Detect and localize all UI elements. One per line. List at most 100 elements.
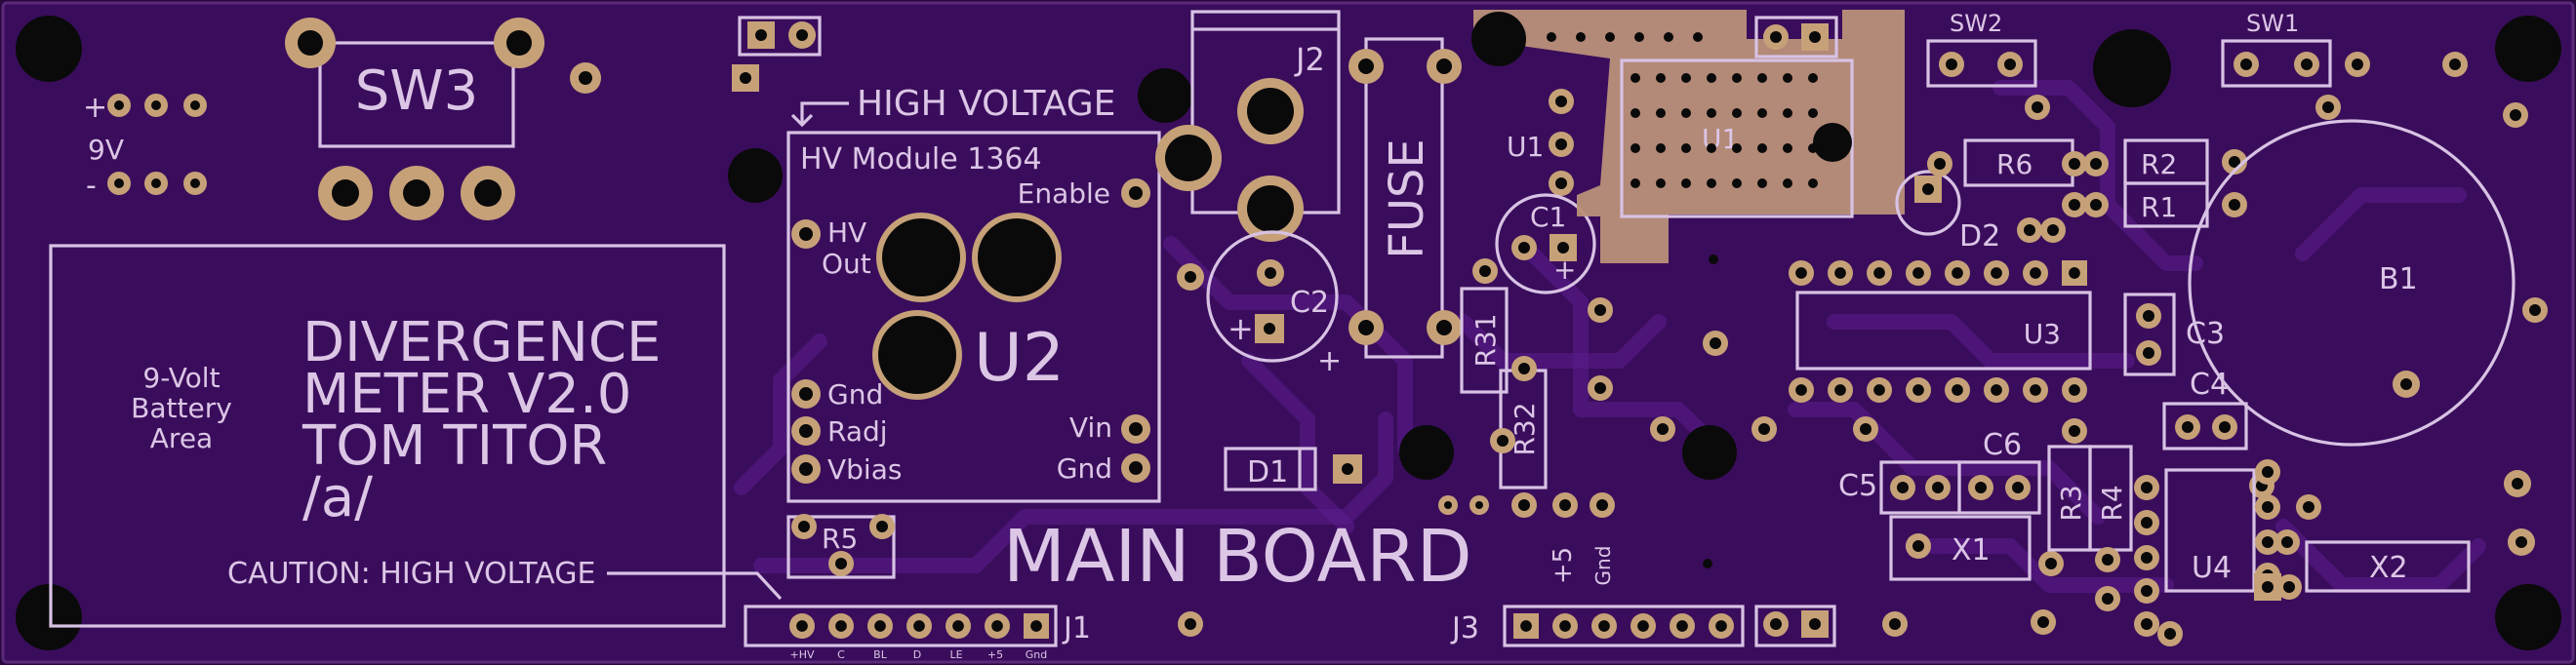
u1-pin-hole (1808, 178, 1818, 188)
u3-pin-hole (1834, 384, 1846, 396)
u1-pin-hole (1757, 73, 1767, 83)
sw1-label: SW1 (2246, 10, 2299, 37)
hv-gnd-right-label: Gnd (1057, 452, 1112, 485)
u1-pin-hole (1783, 73, 1792, 83)
j1-pad-hole (913, 620, 925, 632)
u3-pin-hole (1991, 267, 2002, 279)
u3-pin-hole (1834, 267, 1846, 279)
resistor-r6: R6 (1963, 138, 2109, 217)
u1-pin-hole (1757, 108, 1767, 118)
chip-u3: U3 (1789, 260, 2092, 403)
fuse: FUSE (1348, 37, 1462, 359)
mounting-hole-bottom-left (16, 584, 82, 650)
c6-label: C6 (1983, 428, 2022, 462)
c2-plus-outer-label: + (1317, 344, 1342, 378)
d1-label: D1 (1247, 455, 1288, 489)
resistor-r5: R5 (786, 514, 896, 579)
r3-label: R3 (2055, 485, 2087, 521)
u1-pin-hole (1757, 178, 1767, 188)
resistor-r1: R1 (2123, 181, 2247, 228)
high-voltage-label: HIGH VOLTAGE (857, 84, 1115, 124)
mounting-hole-upper-right (2093, 29, 2171, 107)
j3-pad-hole (1637, 620, 1649, 632)
c1-plus-label: + (1553, 254, 1576, 286)
regulator-u1: U1 (1507, 89, 1574, 196)
u1-pin-hole (1630, 73, 1640, 83)
u1-pin-hole (1808, 143, 1818, 153)
u3-pin-hole (2030, 267, 2041, 279)
c1-label: C1 (1530, 201, 1566, 233)
j2-label: J2 (1294, 41, 1325, 78)
j3-pad-hole (1598, 620, 1610, 632)
u3-pin-hole (1991, 384, 2002, 396)
capacitor-c1: C1 + (1495, 193, 1596, 294)
capacitor-c5: C5 (1838, 460, 1961, 515)
hv-enable-label: Enable (1018, 177, 1110, 210)
c2-plus-label: + (1228, 310, 1254, 347)
power-minus-label: - (86, 169, 97, 203)
sw2-label: SW2 (1950, 10, 2002, 37)
project-title-line-3: TOM TITOR (302, 414, 607, 478)
capacitor-c4: C4 (2162, 368, 2248, 450)
u3-pin-hole (2069, 384, 2080, 396)
u3-pin-hole (1912, 267, 1924, 279)
u1-pin-hole (1681, 178, 1691, 188)
u1-pin-hole (1707, 143, 1716, 153)
u3-label: U3 (2024, 318, 2061, 350)
hv-radj-label: Radj (827, 415, 888, 448)
j1-pad-hole (835, 620, 847, 632)
u1-pin-hole (1732, 178, 1742, 188)
capacitor-c3: C3 (2123, 293, 2225, 376)
r31-label: R31 (1469, 313, 1502, 367)
u1-pin-hole (1576, 32, 1586, 42)
d2-label: D2 (1959, 219, 2000, 254)
diode-d1: D1 (1224, 447, 1362, 491)
project-title-line-1: DIVERGENCE (302, 311, 661, 374)
chip-u1: U1 (1471, 10, 1905, 263)
connector-j2: J2 (1155, 10, 1341, 242)
u1-regulator-label: U1 (1507, 131, 1544, 163)
mounting-hole-top-right (2495, 16, 2561, 82)
power-plus-label: + (83, 91, 107, 125)
hv-vin-label: Vin (1069, 411, 1112, 444)
main-board-title: MAIN BOARD (1003, 515, 1472, 599)
r1-label: R1 (2141, 191, 2177, 223)
j1-pin-label: +HV (789, 648, 814, 661)
buzzer-b1: B1 (2188, 119, 2516, 498)
c5-label: C5 (1838, 469, 1877, 503)
j1-pad-hole (1030, 620, 1042, 632)
b1-label: B1 (2379, 262, 2418, 296)
sw3-label: SW3 (355, 59, 479, 123)
u1-pin-hole (1783, 178, 1792, 188)
chip-u4: U4 (2134, 459, 2302, 646)
u1-pin-hole (1630, 108, 1640, 118)
battery-area: 9-Volt Battery Area DIVERGENCE METER V2.… (49, 244, 783, 628)
connector-j1: J1 +HV C BL D LE +5 Gnd (744, 605, 1203, 661)
resistor-r2: R2 (2123, 138, 2247, 185)
hv-vbias-label: Vbias (827, 453, 902, 486)
resistor-r4: R4 (2088, 445, 2133, 611)
j3-label: J3 (1450, 611, 1479, 645)
resistor-r32: R32 (1499, 356, 1548, 518)
u1-pin-hole (1630, 143, 1640, 153)
caution-label: CAUTION: HIGH VOLTAGE (227, 557, 595, 591)
u4-label: U4 (2192, 551, 2232, 585)
r6-label: R6 (1996, 148, 2033, 180)
u3-pin-hole (1912, 384, 1924, 396)
c2-label: C2 (1290, 286, 1329, 320)
j1-pin-label: D (913, 648, 921, 661)
u3-pin-hole (1952, 384, 1963, 396)
j1-pad-hole (991, 620, 1003, 632)
j1-pad-hole (874, 620, 886, 632)
switch-sw2: SW2 (1926, 10, 2050, 120)
u3-pin-hole (1952, 267, 1963, 279)
u3-pin-hole (1795, 267, 1807, 279)
capacitor-c6: C6 (1957, 428, 2041, 515)
u1-pin-hole (1605, 32, 1615, 42)
r32-label: R32 (1509, 402, 1541, 455)
u1-pin-hole (1707, 178, 1716, 188)
switch-sw3: SW3 (285, 18, 601, 220)
hv-module-title: HV Module 1364 (800, 142, 1042, 176)
j3-pad-hole (1520, 620, 1532, 632)
j1-pin-label: C (837, 648, 845, 661)
